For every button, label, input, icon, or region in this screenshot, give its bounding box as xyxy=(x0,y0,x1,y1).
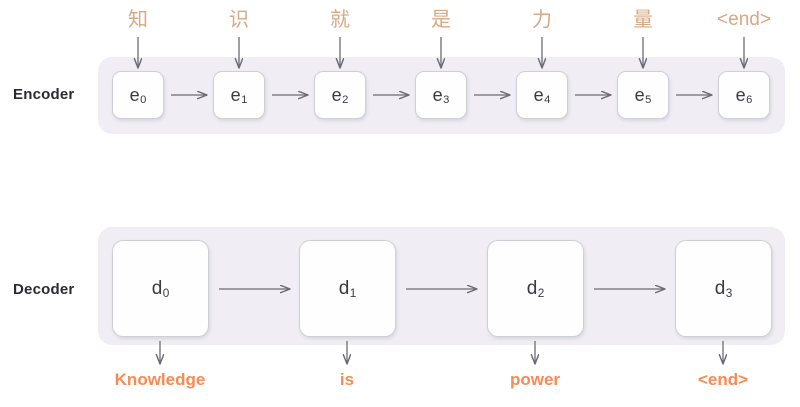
encoder-cell-e1: e1 xyxy=(213,71,265,119)
encoder-input-token-1: 识 xyxy=(229,9,249,31)
encoder-cell-e3-label: e3 xyxy=(432,84,450,107)
encoder-cell-e1-label: e1 xyxy=(230,84,248,107)
encoder-cell-e5: e5 xyxy=(617,71,669,119)
encoder-input-token-6: <end> xyxy=(717,9,771,30)
decoder-row-label: Decoder xyxy=(13,281,75,298)
encoder-input-token-3: 是 xyxy=(431,9,451,31)
encoder-cell-e2: e2 xyxy=(314,71,366,119)
decoder-cell-d0: d0 xyxy=(112,240,209,337)
decoder-cell-d1: d1 xyxy=(299,240,396,337)
encoder-cell-e0-label: e0 xyxy=(129,84,147,107)
decoder-cell-d2: d2 xyxy=(487,240,584,337)
encoder-input-token-4: 力 xyxy=(532,9,552,31)
decoder-cell-d1-label: d1 xyxy=(338,278,357,300)
encoder-input-token-0: 知 xyxy=(128,9,148,31)
decoder-cell-d0-label: d0 xyxy=(151,278,170,300)
decoder-cell-d3-label: d3 xyxy=(714,278,733,300)
decoder-band xyxy=(98,227,785,345)
decoder-output-token-3: <end> xyxy=(697,370,749,389)
encoder-cell-e6: e6 xyxy=(718,71,770,119)
encoder-cell-e3: e3 xyxy=(415,71,467,119)
decoder-cell-d2-label: d2 xyxy=(526,278,545,300)
encoder-cell-e2-label: e2 xyxy=(331,84,349,107)
encoder-cell-e6-label: e6 xyxy=(735,84,753,107)
decoder-cell-d3: d3 xyxy=(675,240,772,337)
decoder-output-token-2: power xyxy=(509,370,561,389)
encoder-input-token-5: 量 xyxy=(633,9,653,31)
decoder-output-token-1: is xyxy=(339,370,355,389)
encoder-cell-e4-label: e4 xyxy=(533,84,551,107)
encoder-cell-e4: e4 xyxy=(516,71,568,119)
encoder-cell-e0: e0 xyxy=(112,71,164,119)
encoder-row-label: Encoder xyxy=(13,86,75,103)
decoder-output-token-0: Knowledge xyxy=(114,370,206,389)
encoder-input-token-2: 就 xyxy=(330,9,350,31)
encoder-cell-e5-label: e5 xyxy=(634,84,652,107)
